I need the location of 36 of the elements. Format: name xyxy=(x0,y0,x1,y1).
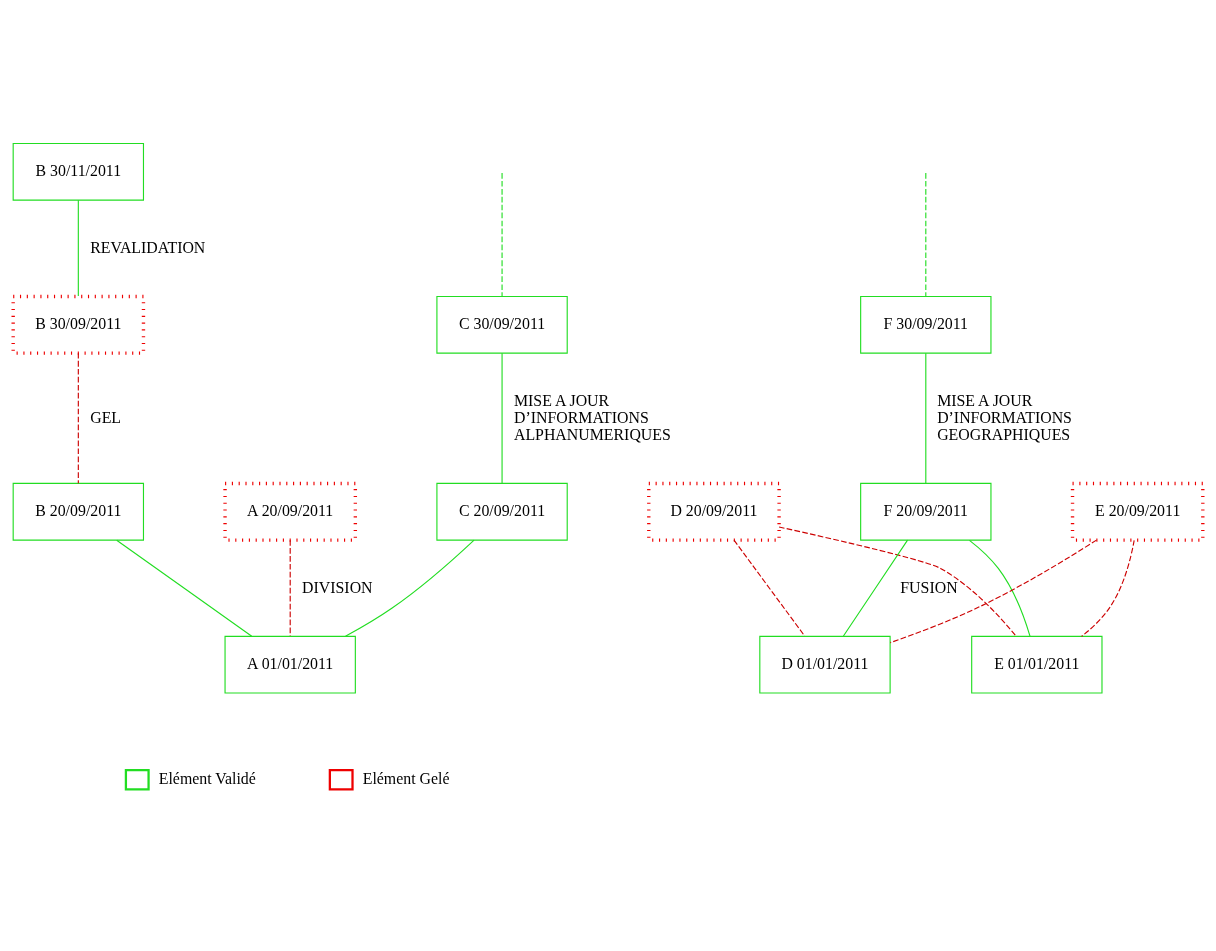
connector xyxy=(778,526,1017,637)
connector xyxy=(842,539,909,637)
node-box: F 30/09/2011 xyxy=(860,295,992,354)
edge-label: DIVISION xyxy=(302,578,373,596)
connector xyxy=(1081,539,1135,637)
connector xyxy=(344,539,475,637)
connector xyxy=(116,539,253,637)
connector xyxy=(77,352,79,484)
node-box: A 20/09/2011 xyxy=(223,481,358,542)
edge-label: GEL xyxy=(90,409,122,427)
edge-label: MISE A JOUR D’INFORMATIONS GEOGRAPHIQUES xyxy=(937,392,1072,444)
node-box: B 30/09/2011 xyxy=(11,294,146,355)
node-box: D 20/09/2011 xyxy=(647,481,781,542)
node-box: B 20/09/2011 xyxy=(12,482,145,541)
connector xyxy=(77,199,79,297)
edge-label: FUSION xyxy=(900,578,958,596)
connector xyxy=(968,539,1031,637)
node-box: E 20/09/2011 xyxy=(1070,481,1205,542)
connector xyxy=(733,539,806,637)
legend-label: Elément Gelé xyxy=(362,769,450,787)
legend-label: Elément Validé xyxy=(158,769,256,787)
connector xyxy=(289,539,291,637)
edge-label: MISE A JOUR D’INFORMATIONS ALPHANUMERIQUES xyxy=(513,392,671,444)
node-box: A 01/01/2011 xyxy=(224,635,356,694)
node-box: D 01/01/2011 xyxy=(759,635,891,694)
connector xyxy=(501,172,503,298)
node-box: E 01/01/2011 xyxy=(971,635,1103,694)
connector xyxy=(925,352,927,484)
connector xyxy=(501,352,503,484)
node-box: B 30/11/2011 xyxy=(12,142,145,201)
node-box: C 30/09/2011 xyxy=(436,295,568,354)
node-box: C 20/09/2011 xyxy=(436,482,568,541)
connector xyxy=(889,539,1098,644)
connector xyxy=(925,172,927,298)
node-box: F 20/09/2011 xyxy=(860,482,992,541)
edge-label: REVALIDATION xyxy=(90,239,206,257)
